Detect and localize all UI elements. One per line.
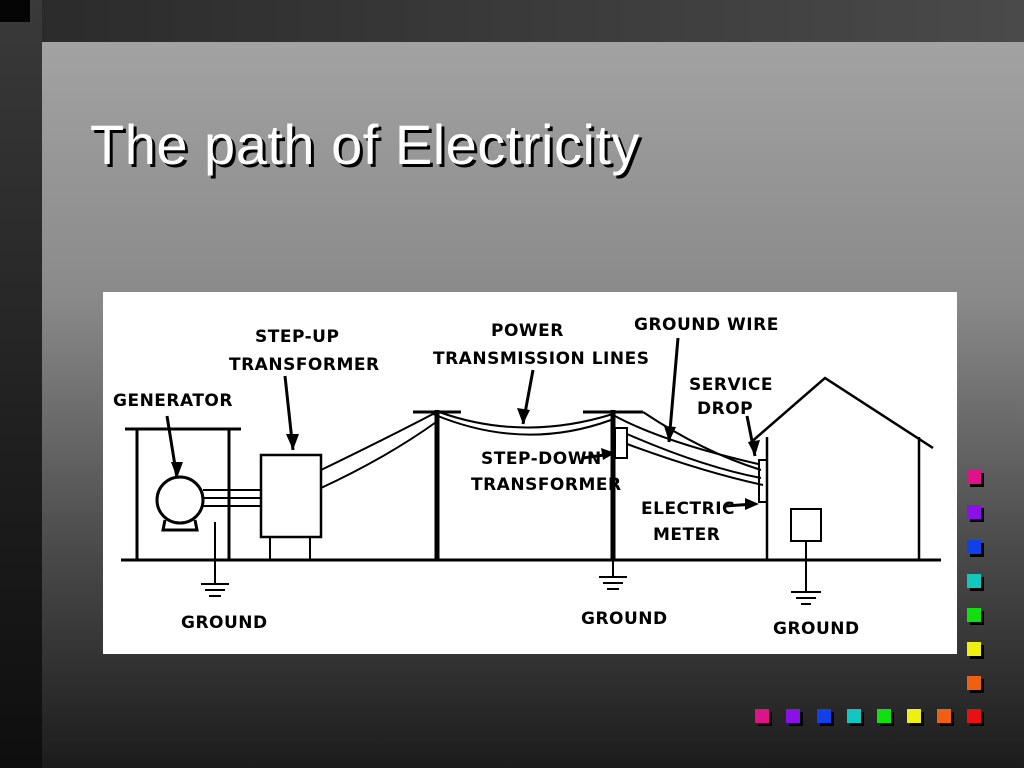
top-band: [0, 0, 1024, 42]
deco-square: [967, 505, 981, 519]
deco-square: [967, 470, 981, 484]
deco-square: [907, 709, 921, 723]
label-ground-2: GROUND: [581, 609, 668, 629]
deco-square: [967, 642, 981, 656]
corner-block: [0, 0, 30, 22]
deco-square: [967, 709, 981, 723]
deco-square: [817, 709, 831, 723]
deco-square: [877, 709, 891, 723]
left-band: [0, 0, 42, 768]
label-power-line2: TRANSMISSION LINES: [433, 349, 649, 369]
service-entrance: [758, 459, 768, 503]
diagram-svg: GENERATOR STEP-UP TRANSFORMER POWER TRAN…: [113, 315, 941, 639]
label-step-down-line2: TRANSFORMER: [471, 475, 622, 495]
label-step-up-line2: TRANSFORMER: [229, 355, 380, 375]
generator-circle: [155, 475, 205, 525]
label-ground-1: GROUND: [181, 613, 268, 633]
deco-square: [755, 709, 769, 723]
deco-square: [967, 676, 981, 690]
label-ground-3: GROUND: [773, 619, 860, 639]
electricity-path-diagram: GENERATOR STEP-UP TRANSFORMER POWER TRAN…: [103, 292, 957, 654]
label-generator: GENERATOR: [113, 391, 233, 411]
label-meter-line1: ELECTRIC: [641, 499, 735, 519]
label-ground-wire: GROUND WIRE: [634, 315, 779, 335]
label-step-down-line1: STEP-DOWN: [481, 449, 602, 469]
label-service-line1: SERVICE: [689, 375, 773, 395]
deco-square: [967, 574, 981, 588]
step-down-transformer-box: [614, 427, 628, 459]
deco-square: [786, 709, 800, 723]
label-service-line2: DROP: [697, 399, 753, 419]
deco-square: [967, 608, 981, 622]
label-meter-line2: METER: [653, 525, 720, 545]
label-step-up-line1: STEP-UP: [255, 327, 339, 347]
house-roof: [748, 376, 934, 450]
label-power-line1: POWER: [491, 321, 564, 341]
generator-base: [161, 519, 199, 532]
deco-square: [937, 709, 951, 723]
panel-box: [790, 508, 822, 542]
slide-title: The path of Electricity: [90, 113, 640, 176]
deco-square: [847, 709, 861, 723]
step-up-transformer-box: [259, 453, 323, 539]
deco-square: [967, 540, 981, 554]
